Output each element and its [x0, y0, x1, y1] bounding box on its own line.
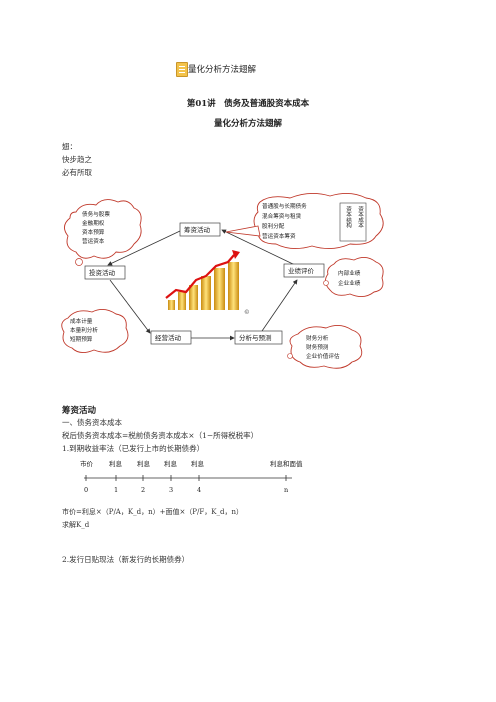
body-line-2: 税后债务资本成本=税前债务资本成本×（1−所得税税率） — [62, 431, 259, 440]
cloud-right-bottom-line-2: 财务预测 — [306, 343, 329, 351]
side-box-capital-structure: 资本结构 — [345, 205, 352, 230]
cloud-left-top-line-4: 营运资本 — [82, 237, 105, 245]
section-subtitle: 量化分析方法翅解 — [213, 119, 282, 129]
node-financing-label: 筹资活动 — [184, 225, 211, 234]
document-icon — [176, 62, 188, 77]
node-analysis-label: 分析与预测 — [239, 333, 272, 342]
timeline-label-interest-3: 利息 — [164, 459, 178, 468]
cloud-right-mid: 内部业绩 企业业绩 — [323, 257, 384, 297]
cloud-right-top: 普通股与长期债务 混合筹资与租赁 股利分配 营运资本筹资 资本结构 资本成本 — [225, 193, 384, 249]
cloud-right-mid-line-1: 内部业绩 — [338, 269, 361, 277]
body-line-4: 2.发行日贴现法（新发行的长期债券） — [62, 555, 190, 564]
cash-flow-timeline: 市价 利息 利息 利息 利息 利息和面值 0 1 2 3 4 n — [80, 459, 303, 494]
node-operating-label: 经营活动 — [155, 333, 182, 342]
cloud-left-bottom-line-2: 本量利分析 — [70, 326, 98, 334]
timeline-label-interest-1: 利息 — [109, 459, 123, 468]
node-financing: 筹资活动 — [179, 222, 221, 237]
lecture-title: 第01讲 债务及普通股资本成本 — [186, 99, 310, 109]
cloud-right-top-line-4: 营运资本筹资 — [262, 232, 296, 240]
cloud-left-bottom: 成本计量 本量利分析 短期预算 — [61, 309, 129, 353]
cloud-right-top-line-1: 普通股与长期债务 — [262, 202, 307, 210]
poem-line-1: 翅： — [62, 142, 77, 151]
cloud-right-top-line-2: 混合筹资与租赁 — [262, 212, 302, 220]
timeline-tick-n: n — [284, 486, 288, 494]
poem-line-2: 快步趋之 — [62, 155, 92, 164]
timeline-tick-0: 0 — [84, 486, 88, 494]
node-performance: 业绩评价 — [283, 263, 325, 278]
cloud-right-mid-line-2: 企业业绩 — [338, 279, 361, 287]
section-heading: 筹资活动 — [62, 406, 97, 416]
coin-stacks-illustration: © — [165, 250, 250, 316]
timeline-tick-2: 2 — [141, 486, 145, 494]
node-investing: 投资活动 — [84, 265, 126, 280]
node-operating: 经营活动 — [150, 330, 192, 345]
cloud-right-bottom-line-1: 财务分析 — [306, 334, 329, 342]
timeline-tick-4: 4 — [197, 486, 201, 494]
node-investing-label: 投资活动 — [89, 268, 116, 277]
cloud-right-top-line-3: 股利分配 — [262, 222, 285, 230]
node-analysis: 分析与预测 — [234, 330, 283, 345]
node-performance-label: 业绩评价 — [288, 266, 315, 275]
timeline-tick-3: 3 — [169, 486, 173, 494]
top-title: 量化分析方法翅解 — [188, 65, 257, 75]
cloud-left-top-line-3: 资本预算 — [82, 228, 105, 236]
timeline-tick-1: 1 — [114, 486, 118, 494]
cloud-left-top: 债务与股票 金融期权 资本预算 营运资本 — [64, 199, 142, 266]
solve-kd: 求解K_d — [62, 521, 90, 529]
timeline-label-interest-2: 利息 — [137, 459, 151, 468]
cloud-left-top-line-1: 债务与股票 — [82, 210, 110, 218]
svg-text:©: © — [244, 309, 250, 316]
body-line-3: 1.到期收益率法（已发行上市的长期债券） — [62, 444, 205, 453]
side-box-capital-cost: 资本成本 — [357, 205, 364, 230]
cloud-left-top-line-2: 金融期权 — [82, 219, 105, 227]
cloud-left-bottom-line-1: 成本计量 — [70, 317, 93, 325]
cloud-left-bottom-line-3: 短期预算 — [70, 335, 93, 343]
cloud-right-bottom: 财务分析 财务预测 企业价值评估 — [287, 325, 363, 369]
body-line-1: 一、债务资本成本 — [62, 418, 122, 427]
timeline-label-interest-4: 利息 — [191, 459, 205, 468]
timeline-label-price: 市价 — [80, 459, 94, 468]
timeline-label-interest-face: 利息和面值 — [270, 459, 303, 468]
bond-formula: 市价=利息×（P/A，K_d，n）+面值×（P/F，K_d，n） — [62, 508, 243, 516]
cloud-right-bottom-line-3: 企业价值评估 — [306, 352, 340, 360]
poem-line-3: 必有所取 — [62, 168, 92, 177]
